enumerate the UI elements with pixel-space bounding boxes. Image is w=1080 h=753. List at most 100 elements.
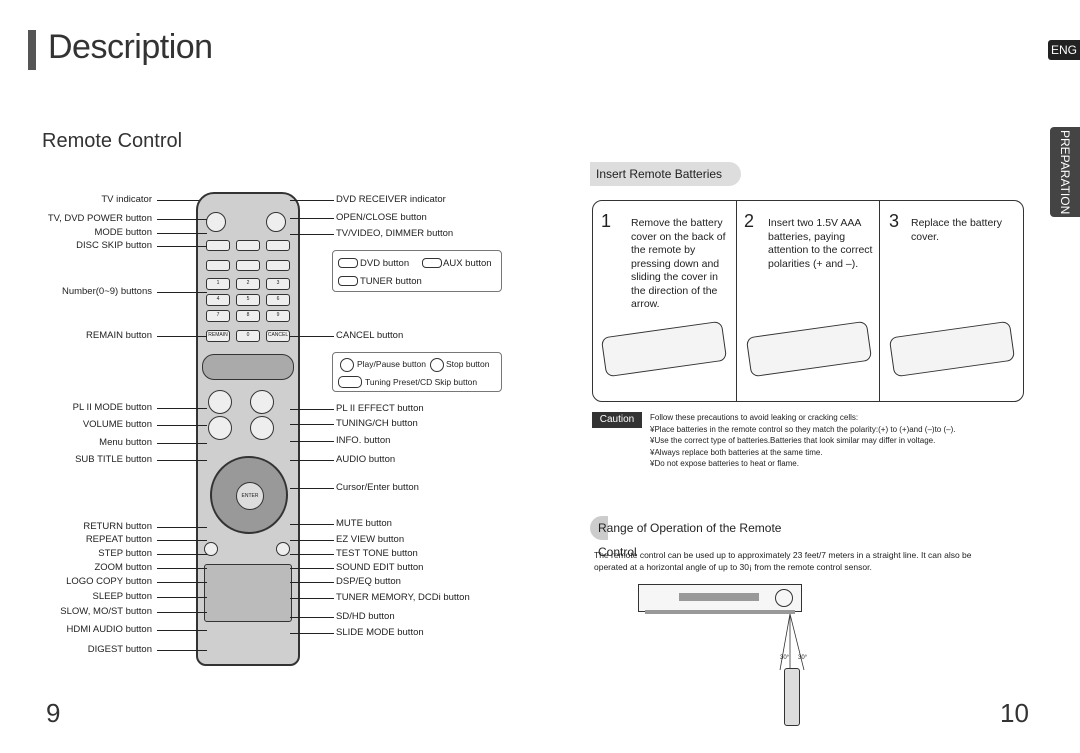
step-3: 3 Replace the battery cover.: [879, 201, 1022, 401]
page-number-left: 9: [46, 698, 61, 728]
battery-steps-box: 1 Remove the battery cover on the back o…: [592, 200, 1024, 402]
leader-line: [157, 554, 207, 555]
label-disc-skip: DISC SKIP button: [76, 240, 152, 251]
label-play-pause: Play/Pause button: [357, 359, 426, 369]
label-dsp-eq: DSP/EQ button: [336, 576, 401, 587]
leader-line: [157, 443, 207, 444]
leader-line: [157, 597, 207, 598]
step-1: 1 Remove the battery cover on the back o…: [593, 201, 737, 401]
mute-key: [276, 542, 290, 556]
leader-line: [290, 598, 334, 599]
transport-keys: [202, 354, 294, 380]
eject-icon: [266, 212, 286, 232]
aux-icon: [422, 258, 442, 268]
label-dvd: DVD button: [360, 258, 410, 269]
leader-line: [157, 200, 199, 201]
label-sleep: SLEEP button: [92, 591, 152, 602]
tuner-icon: [338, 276, 358, 286]
battery-cover-illustration: [600, 320, 728, 378]
label-hdmi-audio: HDMI AUDIO button: [66, 624, 152, 635]
label-tuner: TUNER button: [360, 276, 422, 287]
leader-line: [290, 488, 334, 489]
leader-line: [290, 568, 334, 569]
leader-line: [290, 441, 334, 442]
label-pl2-effect: PL II EFFECT button: [336, 403, 424, 414]
leader-line: [290, 200, 334, 201]
remote-control-illustration: 1 2 3 4 5 6 7 8 9 REMAIN 0 CANCEL ENTER: [196, 192, 300, 666]
power-icon: [206, 212, 226, 232]
step-number: 3: [889, 211, 900, 231]
label-pl2-mode: PL II MODE button: [72, 402, 152, 413]
leader-line: [157, 246, 207, 247]
label-zoom: ZOOM button: [94, 562, 152, 573]
remote-key: [206, 240, 230, 251]
leader-line: [157, 408, 207, 409]
label-mode: MODE button: [94, 227, 152, 238]
label-mute: MUTE button: [336, 518, 392, 529]
leader-line: [157, 233, 207, 234]
remote-key: [236, 240, 260, 251]
label-return: RETURN button: [83, 521, 152, 532]
range-heading: Range of Operation of the Remote Control: [590, 516, 818, 559]
label-ez-view: EZ VIEW button: [336, 534, 405, 545]
dvd-icon: [338, 258, 358, 268]
number-key-7: 7: [206, 310, 230, 322]
remote-key: [266, 260, 290, 271]
leader-line: [290, 424, 334, 425]
function-key-grid: [204, 564, 292, 622]
leader-line: [290, 582, 334, 583]
leader-line: [290, 540, 334, 541]
receiver-base: [645, 610, 795, 614]
volume-up-icon: [208, 390, 232, 414]
leader-line: [290, 336, 334, 337]
label-subtitle: SUB TITLE button: [75, 454, 152, 465]
label-repeat: REPEAT button: [85, 534, 152, 545]
number-key-5: 5: [236, 294, 260, 306]
step-text: Remove the battery cover on the back of …: [631, 217, 726, 310]
leader-line: [157, 650, 207, 651]
label-cancel: CANCEL button: [336, 330, 404, 341]
step-text: Replace the battery cover.: [911, 217, 1003, 243]
caution-text: Follow these precautions to avoid leakin…: [650, 412, 1030, 470]
label-remain: REMAIN button: [86, 330, 152, 341]
label-info: INFO. button: [336, 435, 391, 446]
leader-line: [157, 292, 207, 293]
receiver-illustration: [638, 584, 802, 612]
language-tab: ENG: [1048, 40, 1080, 60]
label-cursor-enter: Cursor/Enter button: [336, 482, 419, 493]
leader-line: [290, 617, 334, 618]
label-tuning-ch: TUNING/CH button: [336, 418, 418, 429]
tuning-down-icon: [250, 416, 274, 440]
caution-line: Follow these precautions to avoid leakin…: [650, 413, 859, 422]
transport-callout-box: [332, 352, 502, 392]
leader-line: [290, 409, 334, 410]
remain-key: REMAIN: [206, 330, 230, 342]
number-key-2: 2: [236, 278, 260, 290]
label-aux: AUX button: [443, 258, 492, 269]
caution-line: ¥Do not expose batteries to heat or flam…: [650, 459, 799, 468]
number-key-9: 9: [266, 310, 290, 322]
remote-small-illustration: [784, 668, 800, 726]
leader-line: [290, 633, 334, 634]
number-key-6: 6: [266, 294, 290, 306]
angle-label-left: 30°: [780, 655, 790, 661]
tuning-up-icon: [250, 390, 274, 414]
label-open-close: OPEN/CLOSE button: [336, 212, 427, 223]
leader-line: [290, 554, 334, 555]
leader-line: [157, 527, 207, 528]
volume-down-icon: [208, 416, 232, 440]
skip-icon: [338, 376, 362, 388]
range-text: The remote control can be used up to app…: [594, 550, 972, 572]
enter-key: ENTER: [236, 482, 264, 510]
section-side-tab: PREPARATION: [1050, 127, 1080, 217]
label-menu: Menu button: [99, 437, 152, 448]
label-test-tone: TEST TONE button: [336, 548, 418, 559]
number-key-8: 8: [236, 310, 260, 322]
label-audio: AUDIO button: [336, 454, 396, 465]
source-callout-box: [332, 250, 502, 292]
leader-line: [157, 336, 207, 337]
caution-line: ¥Use the correct type of batteries.Batte…: [650, 436, 936, 445]
leader-line: [290, 234, 334, 235]
number-key-1: 1: [206, 278, 230, 290]
step-text: Insert two 1.5V AAA batteries, paying at…: [768, 217, 873, 270]
